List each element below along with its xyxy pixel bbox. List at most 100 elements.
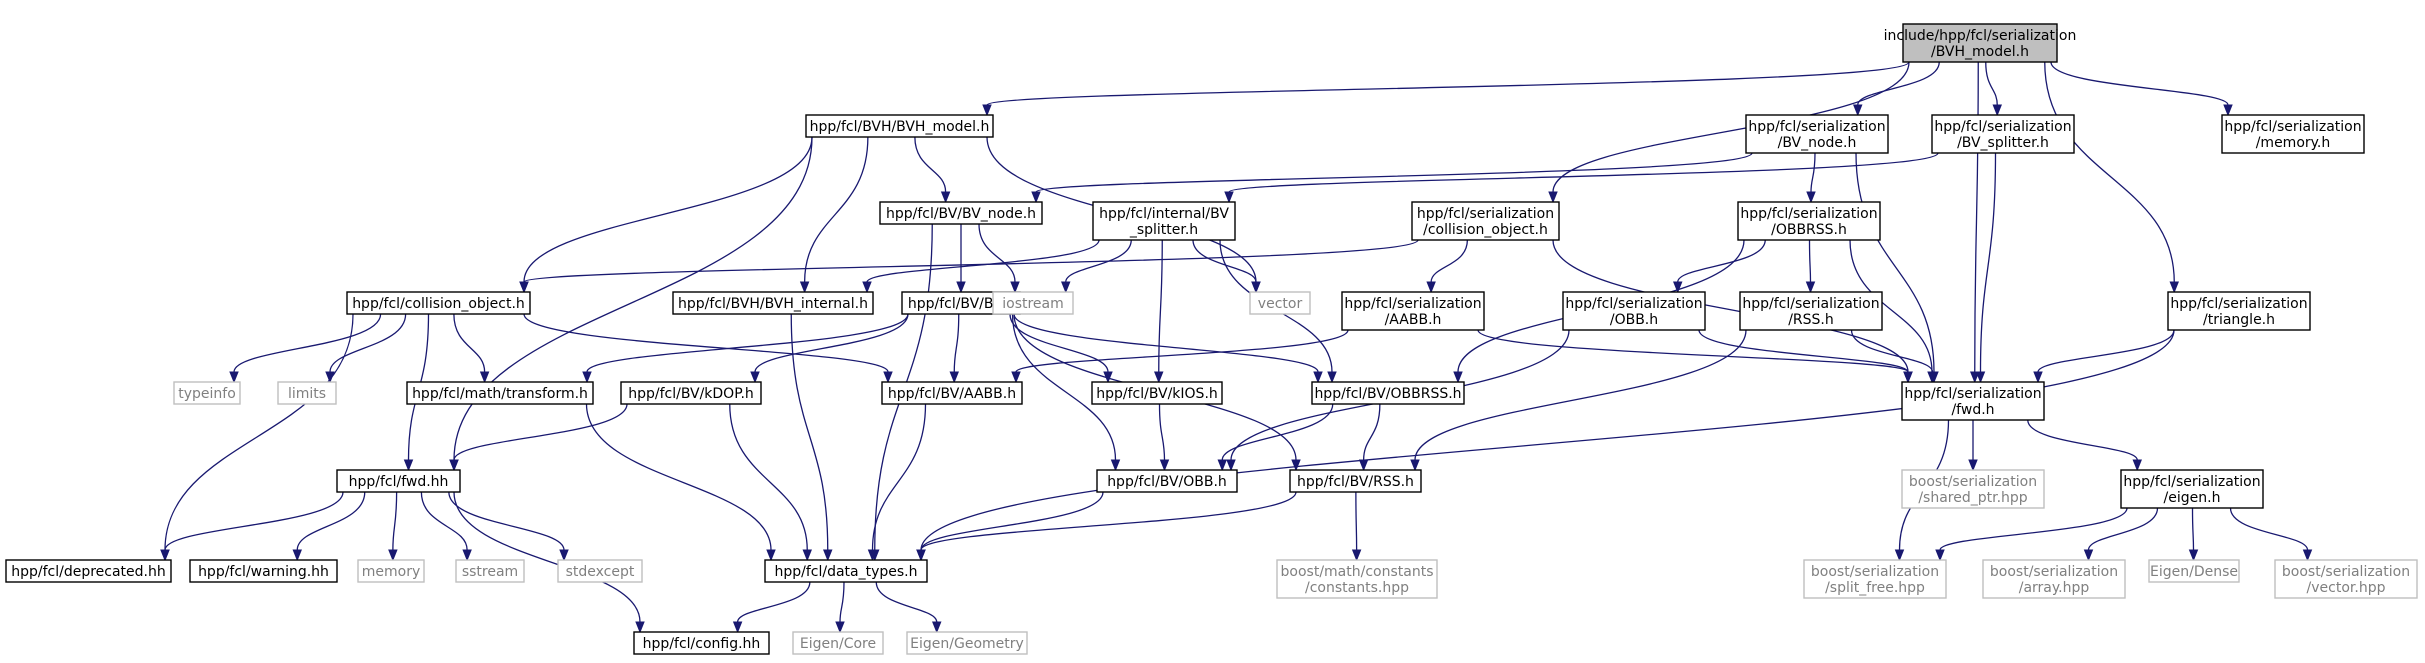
edge-arrowhead [2132,459,2142,472]
node-label-line: hpp/fcl/serialization [1565,296,1702,312]
node-bv-obbrss[interactable]: hpp/fcl/BV/OBBRSS.h [1311,381,1465,405]
edge-bv-obbrss-to-bv-obb [1221,403,1334,461]
edge-arrowhead [1970,371,1980,384]
node-warning[interactable]: hpp/fcl/warning.hh [189,559,338,583]
edges-layer [160,61,2313,634]
node-root[interactable]: include/hpp/fcl/serialization/BVH_model.… [1884,23,2077,63]
node-label-line: hpp/fcl/BV/BV_node.h [886,206,1036,222]
node-label-line: hpp/fcl/BVH/BVH_internal.h [678,296,868,312]
node-ser-triangle[interactable]: hpp/fcl/serialization/triangle.h [2167,291,2311,331]
node-bv-bv-node[interactable]: hpp/fcl/BV/BV_node.h [879,201,1043,225]
node-ser-memory[interactable]: hpp/fcl/serialization/memory.h [2221,114,2365,154]
edge-bv-kdop-to-fwd-hh [453,403,628,461]
edge-bv-bv-to-bv-aabb [953,313,960,373]
node-box [881,381,1023,405]
node-memory: memory [357,559,425,583]
node-ser-obbrss[interactable]: hpp/fcl/serialization/OBBRSS.h [1737,201,1881,241]
edge-arrowhead [802,549,812,562]
edge-bvh-internal-to-data-types [790,313,829,551]
node-ser-rss[interactable]: hpp/fcl/serialization/RSS.h [1739,291,1883,331]
node-box [1982,559,2126,599]
edge-ser-bv-splitter-to-internal-bv-splitter [1228,152,1939,193]
node-ser-aabb[interactable]: hpp/fcl/serialization/AABB.h [1341,291,1485,331]
node-ser-bv-node[interactable]: hpp/fcl/serialization/BV_node.h [1745,114,1889,154]
node-bv-aabb[interactable]: hpp/fcl/BV/AABB.h [881,381,1023,405]
edge-bv-rss-to-data-types [920,491,1297,551]
edge-arrowhead [1673,281,1683,294]
edge-arrowhead [479,371,490,384]
edge-arrowhead [635,621,645,634]
edge-ser-eigen-to-eigen-dense [2191,507,2195,551]
edge-arrowhead [1903,371,1913,384]
node-label-line: hpp/fcl/math/transform.h [412,386,588,402]
node-label-line: /RSS.h [1788,312,1834,328]
edge-ser-collision-object-to-ser-fwd [1552,239,1909,373]
node-box [792,631,884,655]
edge-arrowhead [940,191,951,204]
node-fwd-hh[interactable]: hpp/fcl/fwd.hh [336,469,461,493]
edge-arrowhead [1313,371,1323,384]
edge-bv-rss-to-boost-constants [1355,491,1358,551]
node-label-line: /vector.hpp [2307,580,2386,596]
node-data-types[interactable]: hpp/fcl/data_types.h [764,559,928,583]
node-label-line: Eigen/Dense [2150,564,2238,580]
edge-arrowhead [1992,104,2002,117]
node-bv-bv[interactable]: hpp/fcl/BV/BV.h [901,291,1021,315]
node-ser-eigen[interactable]: hpp/fcl/serialization/eigen.h [2120,469,2264,509]
node-box [1737,201,1881,241]
node-config[interactable]: hpp/fcl/config.hh [633,631,770,655]
node-bvh-internal[interactable]: hpp/fcl/BVH/BVH_internal.h [672,291,874,315]
node-deprecated[interactable]: hpp/fcl/deprecated.hh [5,559,172,583]
node-internal-bv-splitter[interactable]: hpp/fcl/internal/BV_splitter.h [1092,201,1236,241]
edge-root-to-ser-fwd [1974,61,1979,373]
node-box [1411,201,1560,241]
node-box [189,559,338,583]
node-label-line: Eigen/Geometry [910,636,1024,652]
node-bvh-model[interactable]: hpp/fcl/BVH/BVH_model.h [805,114,994,138]
node-ser-obb[interactable]: hpp/fcl/serialization/OBB.h [1562,291,1706,331]
node-bv-kdop[interactable]: hpp/fcl/BV/kDOP.h [620,381,762,405]
edge-arrowhead [519,281,529,294]
node-box [1902,23,2058,63]
edge-arrowhead [835,621,845,634]
edge-arrowhead [1805,281,1816,294]
edge-root-to-ser-memory [2050,61,2229,106]
node-label-line: /eigen.h [2164,490,2221,506]
edge-arrowhead [229,371,239,384]
node-bv-obb[interactable]: hpp/fcl/BV/OBB.h [1096,469,1238,493]
edge-arrowhead [1327,371,1337,384]
edge-arrowhead [799,281,810,294]
edge-arrowhead [1968,459,1978,472]
node-vector: vector [1249,291,1311,315]
node-box [557,559,643,583]
edge-ser-rss-to-bv-rss [1414,329,1747,461]
edge-arrowhead [292,549,302,562]
edge-bv-bv-to-bv-obb [1011,313,1117,461]
node-label-line: iostream [1002,296,1064,312]
node-label-line: hpp/fcl/BV/BV.h [908,296,1014,312]
edge-arrowhead [1426,281,1436,294]
edge-arrowhead [1935,549,1945,562]
node-ser-bv-splitter[interactable]: hpp/fcl/serialization/BV_splitter.h [1931,114,2075,154]
node-typeinfo: typeinfo [173,381,241,405]
node-ser-collision-object[interactable]: hpp/fcl/serialization/collision_object.h [1411,201,1560,241]
node-box [992,291,1074,315]
node-label-line: boost/serialization [1811,564,1939,580]
node-ser-fwd[interactable]: hpp/fcl/serialization/fwd.h [1901,381,2045,421]
node-eigen-geometry: Eigen/Geometry [906,631,1028,655]
node-math-transform[interactable]: hpp/fcl/math/transform.h [406,381,594,405]
node-label-line: hpp/fcl/serialization [2224,119,2361,135]
node-box [406,381,594,405]
node-label-line: include/hpp/fcl/serialization [1884,28,2077,44]
node-box [906,631,1028,655]
node-label-line: memory [362,564,421,580]
edge-arrowhead [325,371,335,384]
edge-internal-bv-splitter-to-iostream [1065,239,1132,283]
node-label-line: hpp/fcl/BV/OBB.h [1107,474,1227,490]
node-bv-rss[interactable]: hpp/fcl/BV/RSS.h [1289,469,1422,493]
node-collision-object[interactable]: hpp/fcl/collision_object.h [346,291,531,315]
node-sstream: sstream [455,559,525,583]
node-boost-shared-ptr: boost/serialization/shared_ptr.hpp [1901,469,2045,509]
node-bv-kios[interactable]: hpp/fcl/BV/kIOS.h [1091,381,1223,405]
